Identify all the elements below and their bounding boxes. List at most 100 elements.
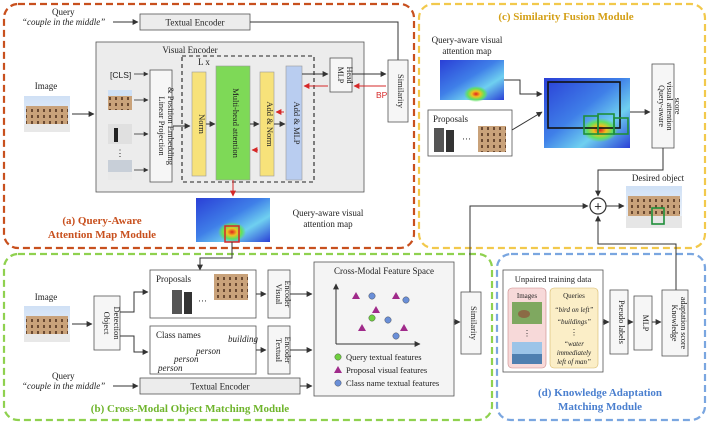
- image-patch-2: [108, 124, 132, 144]
- linear-projection-label-1: Linear Projection: [157, 96, 167, 156]
- query-3-line-2: immediately: [557, 349, 592, 357]
- arrow-map-a-to-b: [197, 242, 233, 271]
- mlp-box-d: [633, 295, 653, 351]
- proposal-point-3: [372, 306, 380, 313]
- visual-encoder-label: Visual Encoder: [162, 45, 217, 55]
- desired-object-image: [626, 186, 682, 228]
- object-detection-label-1: Object: [102, 312, 112, 335]
- add-norm-label: Add & Norm: [265, 101, 275, 147]
- module-a-image-label: Image: [35, 81, 58, 91]
- query-1: “bird on left”: [555, 306, 594, 314]
- norm-label: Norm: [197, 114, 207, 134]
- arrow-map-to-fused: [504, 79, 543, 97]
- module-a-title-2: Attention Map Module: [48, 229, 156, 241]
- class-point-2: [402, 296, 410, 304]
- module-a-attention-map: [196, 198, 270, 243]
- module-b-textual-encoder-label-1: Textual: [274, 338, 283, 363]
- module-b-query-text: “couple in the middle”: [22, 381, 105, 391]
- unpaired-data-label: Unpaired training data: [515, 274, 592, 284]
- module-d-title-1: (d) Knowledge Adaptation: [538, 387, 662, 399]
- proposal-point-4: [358, 324, 366, 331]
- svg-text:···: ···: [462, 134, 471, 144]
- images-dots: ⋮: [523, 329, 531, 338]
- pseudo-labels-label: Pseudo labels: [617, 300, 626, 344]
- module-a-frame: [2, 2, 416, 250]
- module-d-title-2: Matching Module: [558, 401, 642, 413]
- knowledge-score-box: [661, 289, 689, 357]
- class-word-person-2: person: [173, 354, 199, 364]
- module-c-attention-map: [440, 60, 504, 102]
- module-c-proposal-crops: ···: [434, 126, 506, 152]
- arrow-d-score-to-fusion: [595, 215, 677, 300]
- legend-class-label: Class name textual features: [346, 378, 439, 388]
- module-b-proposal-crops: ···: [172, 274, 248, 314]
- class-point-4: [392, 332, 400, 340]
- image-patch-1: [108, 90, 132, 110]
- proposal-point-1: [352, 292, 360, 299]
- desired-object-label: Desired object: [632, 173, 685, 183]
- module-c-fused-map: [544, 78, 630, 148]
- module-b-bottom-textual-encoder-label: Textual Encoder: [190, 382, 249, 392]
- legend-class-marker: [334, 379, 342, 387]
- query-2: “buildings”: [557, 318, 591, 326]
- queries-header: Queries: [563, 292, 585, 300]
- module-d-frame: [495, 252, 707, 422]
- module-b-visual-encoder-label-1: Visual: [274, 284, 283, 305]
- class-word-person-1: person: [195, 346, 221, 356]
- similarity-label-a: Similarity: [396, 74, 406, 109]
- bp-label: BP: [376, 90, 388, 100]
- add-mlp-block: [285, 65, 303, 181]
- module-b-frame: [2, 252, 494, 422]
- queries-column: [549, 287, 599, 369]
- module-c-attention-map-label-1: Query-aware visual: [432, 35, 503, 45]
- attention-block: [215, 65, 251, 181]
- query-3-line-1: “water: [564, 340, 584, 348]
- arrow-proposals-to-fused: [511, 111, 543, 131]
- arrow-detection-to-classnames: [120, 335, 149, 355]
- feature-space-box: [313, 261, 455, 397]
- query-point: [368, 314, 376, 322]
- module-a-query-label: Query: [52, 7, 75, 17]
- attention-score-label-1: Query-aware: [657, 85, 666, 127]
- mlp-label-d: MLP: [641, 315, 650, 332]
- arrow-detection-to-proposals: [120, 289, 149, 313]
- arrow-textenc-to-similarity-a: [250, 21, 401, 69]
- feature-points: [352, 292, 410, 340]
- class-point-1: [368, 292, 376, 300]
- mlp-head-label-1: MLP: [336, 67, 345, 84]
- training-image-1: [512, 302, 542, 324]
- class-names-label: Class names: [156, 330, 201, 340]
- linear-projection-box: [149, 69, 173, 183]
- module-b-visual-encoder-label-2: Encoder: [283, 281, 292, 308]
- module-c-proposals-label: Proposals: [433, 114, 469, 124]
- mlp-head-label-2: Head: [345, 67, 354, 84]
- arrow-b-similarity-to-fusion: [469, 203, 589, 292]
- legend-proposal-label: Proposal visual features: [346, 365, 427, 375]
- legend-proposal-marker: [334, 366, 342, 373]
- module-a-title-1: (a) Query-Aware: [62, 215, 141, 227]
- training-image-2: [512, 342, 542, 364]
- legend-query-marker: [334, 353, 342, 361]
- module-b-input-image: [24, 306, 70, 342]
- module-c-proposals-box: [427, 109, 513, 157]
- knowledge-score-label-1: Knowledge: [670, 305, 679, 342]
- cls-token: [CLS]: [110, 70, 131, 80]
- module-c-attention-map-label-2: attention map: [442, 46, 492, 56]
- proposal-point-5: [400, 324, 408, 331]
- feature-space-title: Cross-Modal Feature Space: [334, 266, 434, 276]
- module-a-attention-map-label-2: attention map: [303, 219, 353, 229]
- repeat-label: L x: [198, 57, 210, 67]
- class-point-3: [384, 316, 392, 324]
- module-b-proposals-label: Proposals: [156, 274, 192, 284]
- similarity-label-b: Similarity: [469, 306, 479, 341]
- module-b-title: (b) Cross-Modal Object Matching Module: [91, 403, 290, 415]
- module-b-textual-encoder-label-2: Encoder: [283, 337, 292, 364]
- mlp-head-box: [329, 57, 353, 93]
- object-detection-label-2: Detection: [112, 306, 122, 340]
- module-a-attention-map-label-1: Query-aware visual: [293, 208, 364, 218]
- knowledge-score-label-2: adaptation score: [679, 297, 688, 350]
- proposal-point-2: [392, 292, 400, 299]
- attention-label: Multi-head attention: [231, 88, 241, 158]
